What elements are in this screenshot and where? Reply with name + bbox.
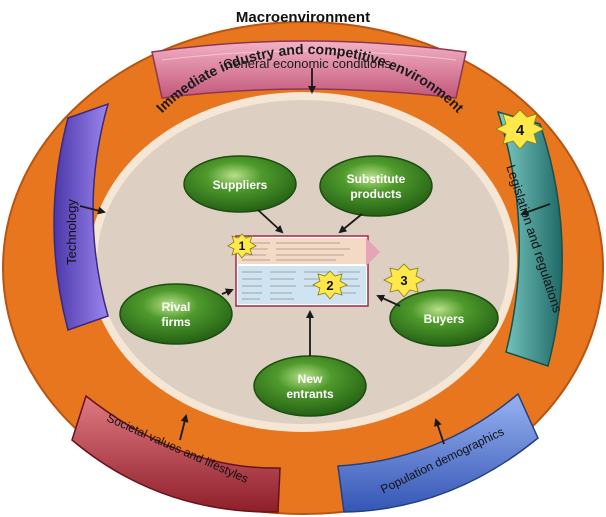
substitutes-label-line2: products — [350, 187, 402, 201]
marker-4: 4 — [495, 109, 545, 150]
force-new-entrants: New entrants — [253, 355, 367, 417]
economic-label: General economic conditions — [223, 56, 391, 71]
suppliers-label: Suppliers — [213, 178, 268, 192]
force-suppliers: Suppliers — [183, 155, 297, 213]
marker-2-label: 2 — [326, 278, 333, 293]
marker-1-label: 1 — [239, 239, 246, 253]
rivals-label-line1: Rival — [162, 300, 191, 314]
five-forces-summary-table — [235, 235, 380, 307]
arrow-substitutes — [338, 213, 363, 234]
arrow-technology — [79, 205, 106, 215]
entrants-label-line1: New — [298, 372, 323, 386]
technology-label: Technology — [64, 199, 79, 265]
rivals-label-line2: firms — [161, 315, 191, 329]
macroenvironment-title: Macroenvironment — [236, 9, 370, 26]
marker-4-label: 4 — [516, 122, 525, 139]
arrow-buyers — [376, 294, 401, 307]
force-buyers: Buyers — [389, 289, 499, 347]
force-substitute-products: Substitute products — [319, 155, 433, 217]
substitutes-label-line1: Substitute — [347, 172, 406, 186]
marker-2: 2 — [312, 270, 348, 300]
marker-1: 1 — [227, 233, 257, 259]
arrow-societal — [179, 414, 189, 441]
entrants-label-line2: entrants — [286, 387, 334, 401]
marker-3: 3 — [383, 263, 425, 298]
arrow-rivals — [221, 288, 234, 296]
arrow-legislation — [520, 203, 551, 216]
buyers-label: Buyers — [424, 312, 465, 326]
banner-technology: Technology — [53, 102, 110, 331]
banner-economic: General economic conditions — [151, 40, 467, 99]
force-rival-firms: Rival firms — [119, 283, 233, 345]
arrow-suppliers — [257, 209, 284, 234]
marker-3-label: 3 — [400, 273, 407, 288]
arrow-population — [434, 418, 445, 445]
